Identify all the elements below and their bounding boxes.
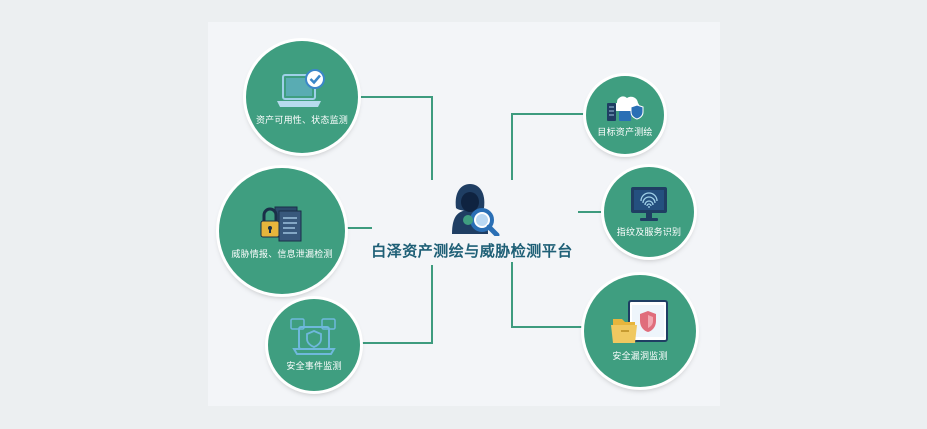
connector-asset-mapping [511,113,585,180]
node-label: 威胁情报、信息泄漏检测 [231,250,333,260]
center-hub: 白泽资产测绘与威胁检测平台 [352,180,592,270]
node-security-event: 安全事件监测 [268,299,360,391]
node-asset-mapping: 目标资产测绘 [586,76,664,154]
page-title: 白泽资产测绘与威胁检测平台 [371,242,573,260]
node-vulnerability: 安全漏洞监测 [584,275,696,387]
node-label: 安全漏洞监测 [612,352,668,362]
lock-documents-icon [260,206,302,242]
node-label: 资产可用性、状态监测 [255,116,348,126]
hacker-magnifier-icon [452,184,500,236]
node-availability: 资产可用性、状态监测 [246,41,358,153]
fingerprint-monitor-icon [631,187,667,221]
folder-shield-monitor-icon [611,300,668,343]
node-fingerprint: 指纹及服务识别 [604,167,694,257]
laptop-shield-icon [290,318,336,355]
node-label: 指纹及服务识别 [616,228,682,238]
connector-availability [356,96,433,180]
node-threat-intel: 威胁情报、信息泄漏检测 [219,168,345,294]
laptop-check-icon [277,69,325,107]
node-label: 目标资产测绘 [597,128,653,138]
node-label: 安全事件监测 [286,362,342,372]
connector-vulnerability [511,262,585,328]
cloud-server-icon [607,96,644,121]
connector-security-event [356,265,433,344]
